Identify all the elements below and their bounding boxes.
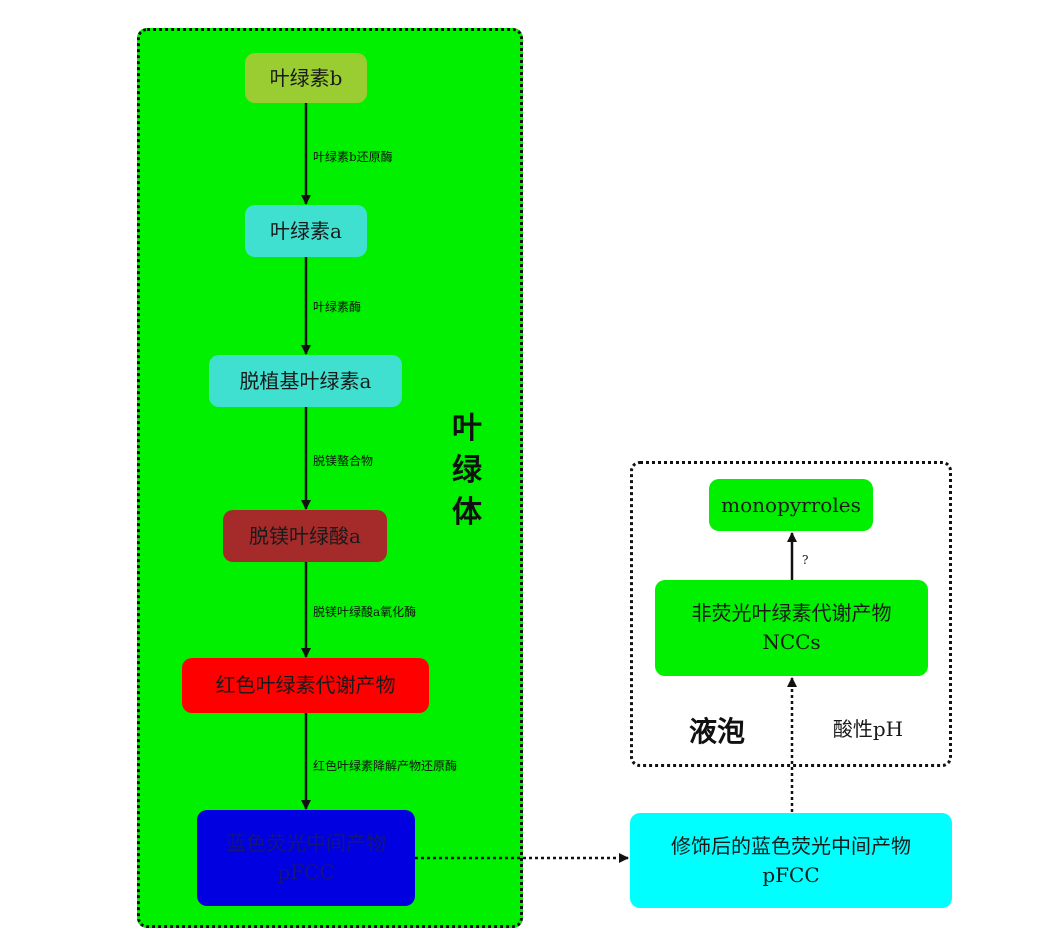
edge-label-unknown: ? — [802, 553, 809, 567]
vacuole-condition: 酸性pH — [818, 713, 918, 745]
node-rcc: 红色叶绿素代谢产物 — [182, 658, 429, 713]
chloroplast-label: 叶绿体 — [452, 411, 482, 530]
edge-label-pao: 脱镁叶绿酸a氧化酶 — [313, 605, 417, 619]
edge-label-rcc-reductase: 红色叶绿素降解产物还原酶 — [313, 759, 458, 773]
node-nccs: 非荧光叶绿素代谢产物 NCCs — [655, 580, 928, 676]
edge-label-dechelatase: 脱镁螯合物 — [313, 454, 374, 468]
node-chlorophyll-a: 叶绿素a — [245, 205, 367, 257]
node-rcc-text: 红色叶绿素代谢产物 — [215, 673, 396, 697]
node-monopyrroles: monopyrroles — [709, 479, 873, 531]
node-pheophorbide-a: 脱镁叶绿酸a — [223, 510, 387, 562]
node-chlorophyll-b-text: 叶绿素b — [269, 65, 343, 90]
node-chlorophyllide-a-text: 脱植基叶绿素a — [239, 368, 372, 393]
vacuole-condition-text: 酸性pH — [832, 716, 904, 741]
vacuole-label: 液泡 — [689, 715, 746, 748]
node-modified-pfcc-subtext: pFCC — [762, 862, 820, 887]
node-chlorophyllide-a: 脱植基叶绿素a — [209, 355, 402, 407]
node-pheophorbide-a-text: 脱镁叶绿酸a — [249, 523, 361, 548]
node-chlorophyll-b: 叶绿素b — [245, 53, 367, 103]
node-monopyrroles-text: monopyrroles — [721, 492, 861, 517]
node-pfcc-text: 蓝色荧光中间产物 — [226, 831, 386, 855]
node-modified-pfcc: 修饰后的蓝色荧光中间产物 pFCC — [630, 813, 952, 908]
node-nccs-subtext: NCCs — [762, 630, 821, 654]
chloroplast-container — [137, 28, 523, 928]
node-chlorophyll-a-text: 叶绿素a — [270, 218, 342, 243]
node-nccs-text: 非荧光叶绿素代谢产物 — [691, 601, 892, 625]
edge-label-chl-b-reductase: 叶绿素b还原酶 — [313, 150, 393, 164]
edge-label-chlorophyllase: 叶绿素酶 — [313, 300, 362, 314]
node-pfcc: 蓝色荧光中间产物 pFCC — [197, 810, 415, 906]
node-pfcc-subtext: pFCC — [277, 860, 335, 884]
node-modified-pfcc-text: 修饰后的蓝色荧光中间产物 — [671, 833, 911, 858]
